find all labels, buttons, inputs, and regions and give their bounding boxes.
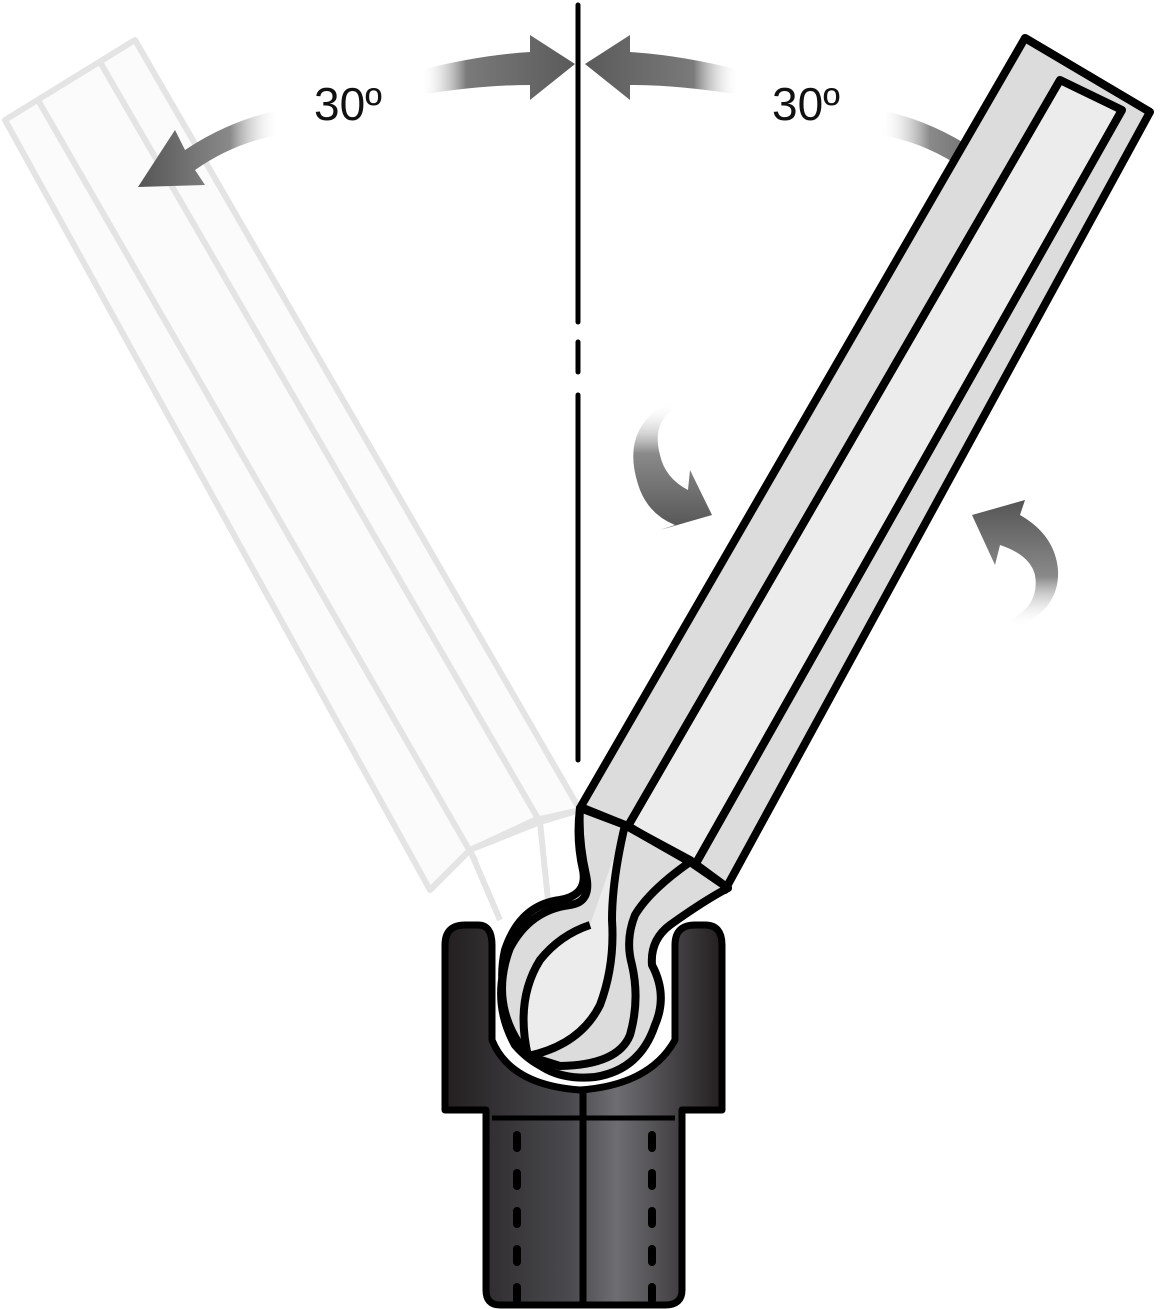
right-angle-label: 30º [772,78,840,130]
left-angle-label: 30º [314,78,382,130]
hex-key-right [576,34,1154,894]
socket [441,921,726,1309]
arrow-left-outward [138,110,280,187]
rotation-arrow-clockwise [633,402,712,530]
ball-end [497,804,732,1082]
arrow-right-inward [585,35,740,100]
ghost-hex-key-left [2,37,583,922]
arrow-left-inward [420,35,575,100]
rotation-arrow-counterclockwise [972,500,1059,628]
